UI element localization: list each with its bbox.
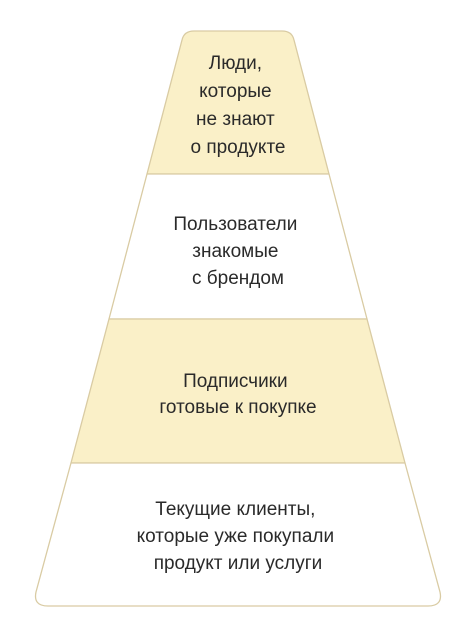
tier-2-line-3: с брендом bbox=[192, 268, 284, 289]
tier-4-line-3: продукт или услуги bbox=[154, 553, 323, 574]
tier-1-label: Люди, которые не знают о продукте bbox=[190, 53, 285, 158]
tier-1-line-3: не знают bbox=[196, 109, 275, 130]
tier-4-line-2: которые уже покупали bbox=[137, 526, 335, 547]
tier-4-line-1: Текущие клиенты, bbox=[155, 499, 315, 520]
tier-1-line-1: Люди, bbox=[209, 53, 262, 74]
tier-4-label: Текущие клиенты, которые уже покупали пр… bbox=[137, 499, 340, 574]
tier-2-line-2: знакомые bbox=[192, 241, 278, 262]
tier-3-line-1: Подписчики bbox=[183, 371, 288, 392]
tier-1-line-4: о продукте bbox=[190, 137, 285, 158]
tier-1-line-2: которые bbox=[199, 81, 272, 102]
tier-2-line-1: Пользователи bbox=[173, 214, 297, 235]
tier-2-label: Пользователи знакомые с брендом bbox=[173, 214, 302, 289]
tier-3-line-2: готовые к покупке bbox=[159, 397, 316, 418]
tier-3-label: Подписчики готовые к покупке bbox=[159, 371, 316, 418]
tier-4-shape bbox=[34, 462, 442, 607]
